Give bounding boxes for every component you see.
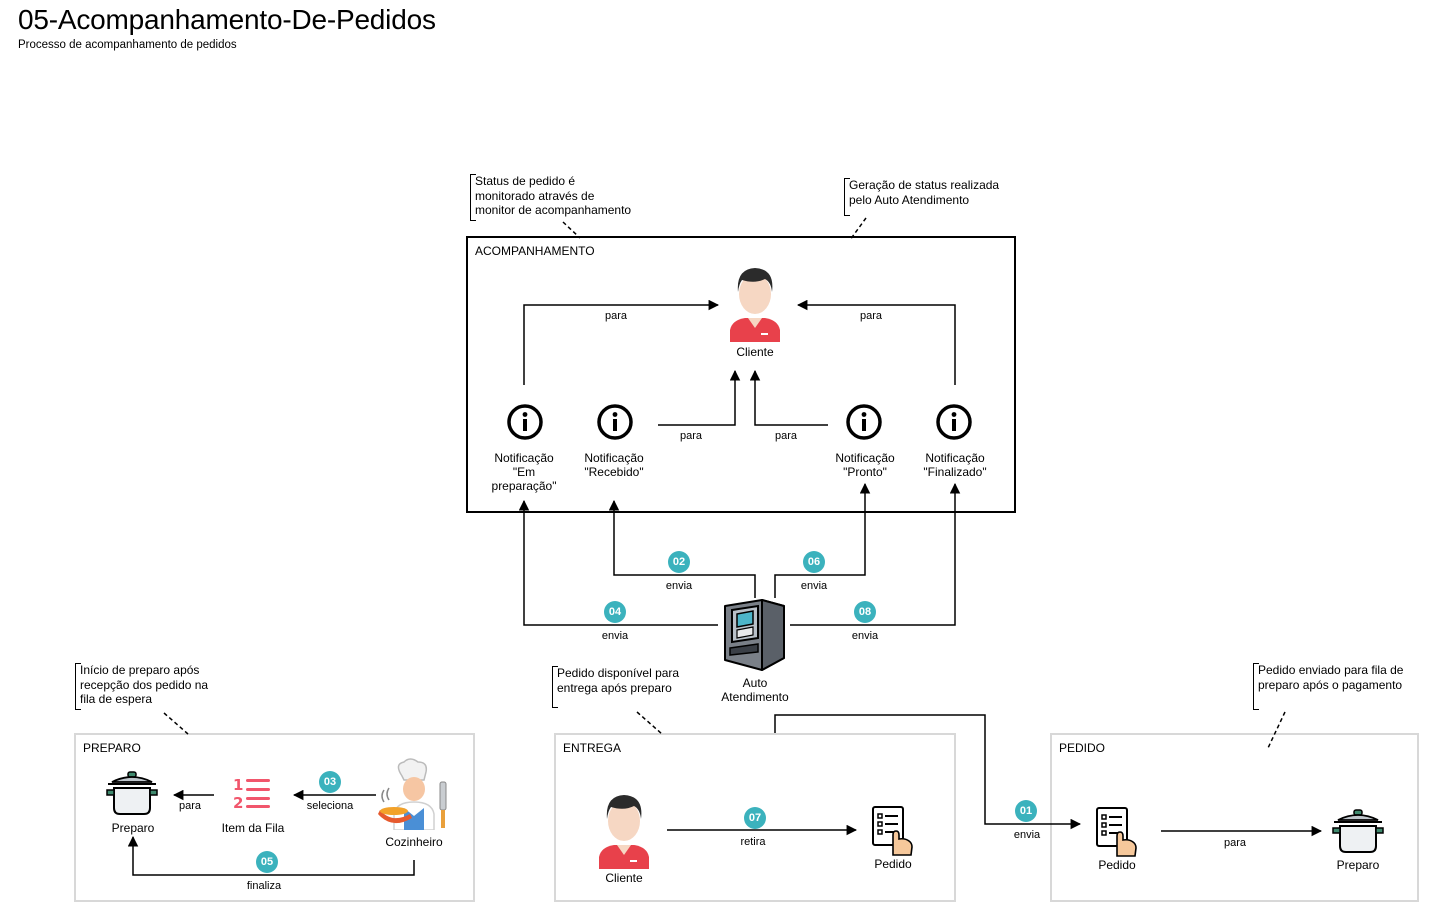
edge-label-envia: envia bbox=[800, 580, 828, 592]
info-icon bbox=[936, 404, 972, 440]
edge-02 bbox=[608, 499, 756, 598]
numbered-list-icon: 1 2 bbox=[233, 776, 270, 810]
group-label-preparo: PREPARO bbox=[83, 741, 141, 755]
step-badge: 08 bbox=[854, 601, 876, 623]
step-badge: 05 bbox=[256, 851, 278, 873]
edge-label-para: para bbox=[604, 310, 628, 322]
edge-01 bbox=[774, 714, 1082, 830]
group-label-pedido: PEDIDO bbox=[1059, 741, 1106, 755]
page-subtitle: Processo de acompanhamento de pedidos bbox=[18, 39, 237, 51]
node-cliente-entrega: Cliente bbox=[605, 871, 643, 885]
info-icon bbox=[507, 404, 543, 440]
node-notif-em-preparacao: Notificação "Em preparação" bbox=[491, 451, 557, 493]
note-inicio-preparo: Início de preparo após recepção dos pedi… bbox=[74, 663, 208, 710]
cooking-pot-icon bbox=[106, 771, 158, 815]
step-badge: 07 bbox=[744, 807, 766, 829]
group-acompanhamento: ACOMPANHAMENTO bbox=[466, 236, 1016, 513]
edge-05 bbox=[127, 835, 415, 876]
node-preparo-left: Preparo bbox=[111, 821, 155, 835]
step-badge: 04 bbox=[604, 601, 626, 623]
group-pedido: PEDIDO bbox=[1050, 733, 1419, 902]
edge-label-envia: envia bbox=[601, 630, 629, 642]
group-entrega: ENTREGA bbox=[554, 733, 956, 902]
edge-label-para: para bbox=[1223, 837, 1247, 849]
svg-text:2: 2 bbox=[233, 794, 243, 810]
note-pedido-enviado: Pedido enviado para fila de preparo após… bbox=[1252, 663, 1403, 710]
node-notif-recebido: Notificação "Recebido" bbox=[584, 451, 644, 479]
cooking-pot-icon bbox=[1332, 809, 1384, 853]
note-acompanhamento-status: Status de pedido é monitorado através de… bbox=[469, 174, 631, 221]
edge-em-preparacao-to-cliente bbox=[523, 299, 720, 385]
edge-06 bbox=[774, 482, 871, 598]
edge-label-para: para bbox=[679, 430, 703, 442]
page-title: 05-Acompanhamento-De-Pedidos bbox=[18, 4, 436, 35]
note-link-pedido-disponivel bbox=[636, 711, 663, 735]
node-notif-pronto: Notificação "Pronto" bbox=[835, 451, 895, 479]
note-geracao-status: Geração de status realizada pelo Auto At… bbox=[843, 178, 999, 216]
edge-08 bbox=[790, 482, 961, 626]
group-label-acompanhamento: ACOMPANHAMENTO bbox=[475, 244, 595, 258]
edge-recebido-to-cliente bbox=[658, 369, 741, 426]
note-link-inicio-preparo bbox=[163, 712, 189, 735]
svg-text:1: 1 bbox=[233, 776, 243, 794]
note-pedido-disponivel: Pedido disponível para entrega após prep… bbox=[551, 666, 679, 708]
edge-label-finaliza: finaliza bbox=[246, 880, 282, 892]
step-badge: 06 bbox=[803, 551, 825, 573]
node-preparo-right: Preparo bbox=[1336, 858, 1380, 872]
edge-label-envia: envia bbox=[665, 580, 693, 592]
node-cliente-top: Cliente bbox=[736, 345, 774, 359]
step-badge: 03 bbox=[319, 771, 341, 793]
info-icon bbox=[846, 404, 882, 440]
group-label-entrega: ENTREGA bbox=[563, 741, 622, 755]
info-icon bbox=[597, 404, 633, 440]
person-icon bbox=[599, 795, 649, 869]
order-checklist-icon bbox=[872, 806, 913, 856]
step-badge: 01 bbox=[1015, 800, 1037, 822]
note-link-acompanhamento bbox=[562, 221, 581, 239]
node-pedido-right: Pedido bbox=[1098, 858, 1136, 872]
person-icon bbox=[730, 268, 780, 342]
node-notif-finalizado: Notificação "Finalizado" bbox=[923, 451, 987, 479]
edge-label-envia: envia bbox=[851, 630, 879, 642]
edge-pronto-to-cliente bbox=[749, 369, 828, 426]
edge-label-retira: retira bbox=[740, 836, 766, 848]
note-link-pedido-enviado bbox=[1267, 711, 1286, 749]
note-link-geracao bbox=[849, 217, 867, 241]
group-preparo: PREPARO bbox=[74, 733, 475, 902]
edge-label-para: para bbox=[859, 310, 883, 322]
edge-label-seleciona: seleciona bbox=[306, 800, 354, 812]
node-pedido-entrega: Pedido bbox=[874, 857, 912, 871]
node-item-da-fila: Item da Fila bbox=[221, 821, 285, 835]
chef-icon bbox=[378, 758, 447, 830]
step-badge: 02 bbox=[668, 551, 690, 573]
edge-finalizado-to-cliente bbox=[796, 299, 956, 385]
edge-label-para: para bbox=[178, 800, 202, 812]
order-checklist-icon bbox=[1096, 807, 1137, 857]
node-auto-atendimento: Auto Atendimento bbox=[721, 676, 789, 704]
kiosk-icon bbox=[724, 599, 785, 671]
edge-04 bbox=[518, 499, 718, 626]
edge-label-para: para bbox=[774, 430, 798, 442]
node-cozinheiro: Cozinheiro bbox=[385, 835, 443, 849]
edge-label-envia: envia bbox=[1013, 829, 1041, 841]
